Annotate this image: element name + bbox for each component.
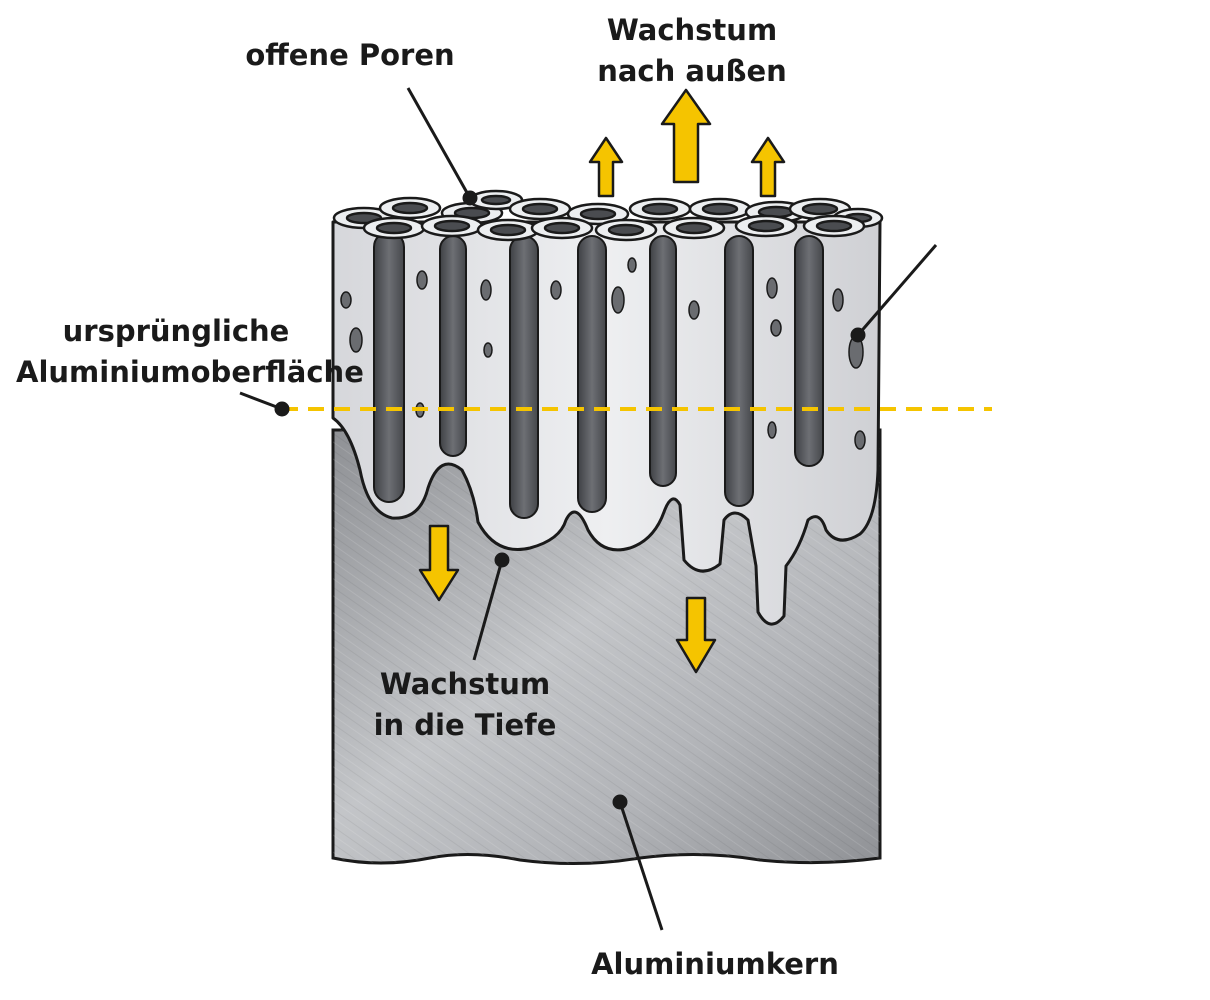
arrow-up-large <box>660 88 712 184</box>
inward-arrows <box>418 524 717 674</box>
outward-arrows <box>588 88 786 198</box>
label-outward-growth: Wachstum nach außen <box>582 10 802 92</box>
label-aluminium-core: Aluminiumkern <box>570 944 860 985</box>
arrow-down-left <box>418 524 460 602</box>
label-inward-growth-line2: in die Tiefe <box>373 708 557 742</box>
label-original-surface-line1: ursprüngliche <box>62 314 290 348</box>
label-outward-growth-line2: nach außen <box>597 54 787 88</box>
label-inward-growth-line1: Wachstum <box>379 667 551 701</box>
label-open-pores-text: offene Poren <box>245 38 455 72</box>
label-outward-growth-line1: Wachstum <box>606 13 778 47</box>
label-original-surface-line2: Aluminiumoberfläche <box>16 355 364 389</box>
arrow-up-left <box>588 136 624 198</box>
pore-openings-top <box>332 189 884 242</box>
pore-columns <box>373 231 824 519</box>
label-original-surface: ursprüngliche Aluminiumoberfläche <box>16 311 364 393</box>
leader-lines <box>239 87 938 931</box>
label-open-pores: offene Poren <box>240 35 460 76</box>
arrow-up-right <box>750 136 786 198</box>
arrow-down-right <box>675 596 717 674</box>
label-inward-growth: Wachstum in die Tiefe <box>350 664 580 746</box>
aluminium-core-block <box>331 428 882 866</box>
label-aluminium-core-text: Aluminiumkern <box>591 947 839 981</box>
